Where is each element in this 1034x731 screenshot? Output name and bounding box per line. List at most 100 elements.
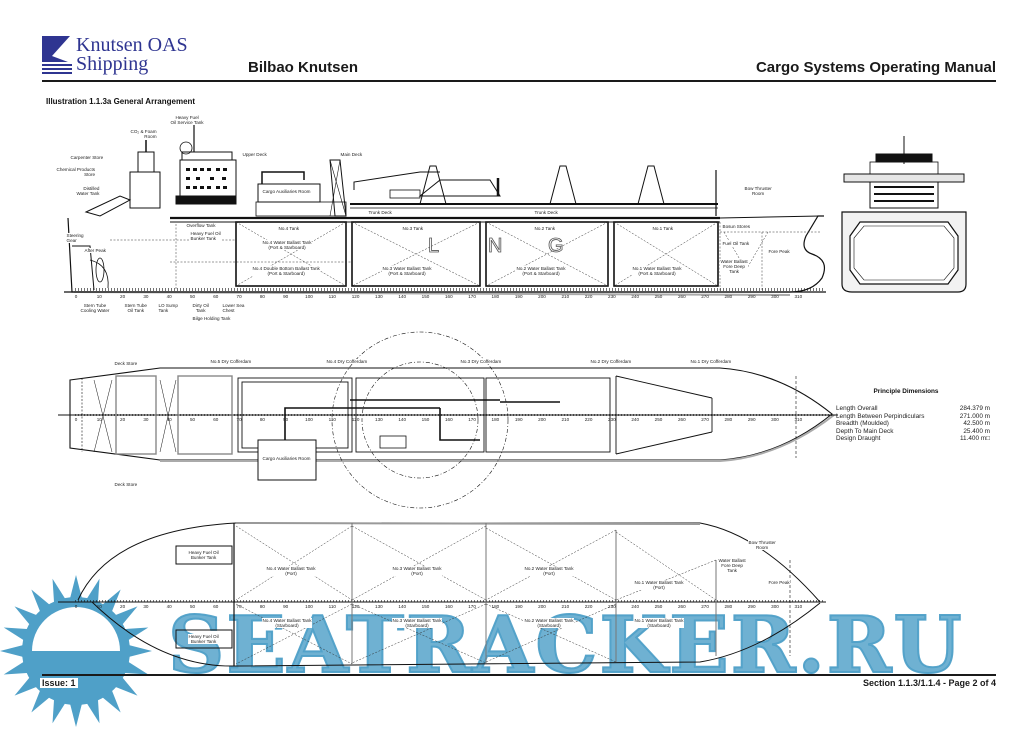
frame-tick-label: 190 [514, 294, 523, 299]
frame-tick-label: 70 [236, 604, 242, 609]
label-bow-thruster: Bow Thruster Room [744, 186, 773, 197]
frame-tick-label: 160 [444, 417, 453, 422]
frame-tick-label: 120 [351, 604, 360, 609]
sun-ray [0, 644, 25, 658]
frame-tick-label: 200 [538, 417, 546, 422]
label-overflow-tank: Overflow Tank [186, 223, 217, 229]
profile-hull [67, 215, 825, 293]
label-distilled-water: Distilled Water Tank [76, 186, 100, 197]
frame-tick-label: 20 [120, 604, 126, 609]
label-dirty-oil: Dirty Oil Tank [192, 303, 210, 314]
no1-tank-outline [613, 221, 719, 287]
frame-tick-label: 250 [654, 294, 663, 299]
frame-tick-label: 60 [213, 294, 219, 299]
frame-tick-label: 30 [143, 294, 149, 299]
frame-tick-label: 150 [421, 417, 430, 422]
sun-ray [86, 698, 100, 724]
frame-tick-label: 30 [143, 604, 149, 609]
frame-tick-label: 80 [259, 294, 265, 299]
dimension-label: Breadth (Moulded) [836, 420, 889, 428]
watermark-text: SEATRACKER.RU [167, 599, 964, 692]
frame-tick-label: 290 [747, 294, 756, 299]
frame-tick-label: 50 [189, 604, 196, 609]
hull-letter-l: L [428, 235, 439, 257]
dimensions-title: Principle Dimensions [873, 388, 939, 395]
frame-tick-label: 130 [375, 294, 383, 299]
label-bosun-stores: Bosun Stores [722, 224, 751, 230]
frame-tick-label: 210 [561, 294, 570, 299]
frame-tick-label: 200 [538, 294, 546, 299]
frame-tick-label: 10 [96, 294, 102, 299]
frame-tick-label: 0 [74, 294, 78, 299]
frame-tick-label: 270 [701, 604, 709, 609]
frame-tick-label: 70 [236, 417, 242, 422]
frame-tick-label: 300 [771, 604, 779, 609]
label-no1-wb-port: No.1 Water Ballast Tank (Port) [634, 580, 685, 591]
frame-tick-label: 150 [421, 294, 430, 299]
label-no4-wb-stbd: No.4 Water Ballast Tank (Starboard) [262, 618, 313, 629]
frame-tick-label: 240 [631, 604, 640, 609]
sun-ray [52, 698, 66, 724]
label-fuel-oil-tank: Fuel Oil Tank [722, 241, 750, 247]
label-bilge-holding: Bilge Holding Tank [192, 316, 231, 322]
ship-name: Bilbao Knutsen [248, 59, 359, 76]
dimension-value: 42.500 m [963, 420, 990, 428]
frame-tick-label: 250 [654, 604, 663, 609]
frame-tick-label: 240 [631, 294, 640, 299]
frame-tick-label: 40 [166, 294, 172, 299]
sun-ray [3, 627, 29, 641]
label-no2-cofferdam: No.2 Dry Cofferdam [590, 359, 632, 365]
frame-tick-label: 40 [166, 417, 172, 422]
profile-view [64, 125, 826, 296]
dimension-label: Design Draught [836, 435, 881, 443]
frame-tick-label: 290 [747, 417, 756, 422]
sun-ray [3, 661, 29, 675]
midship-section-view [841, 136, 967, 293]
frame-tick-label: 160 [444, 604, 453, 609]
sun-ray [69, 575, 83, 600]
frame-tick-label: 120 [351, 417, 360, 422]
frame-tick-label: 260 [677, 417, 686, 422]
frame-tick-label: 30 [143, 417, 149, 422]
frame-tick-label: 230 [608, 604, 616, 609]
frame-tick-label: 310 [794, 604, 803, 609]
dimension-value: 11.400 m□ [959, 435, 990, 443]
label-no4-db-tank: No.4 Double Bottom Ballast Tank (Port & … [252, 266, 321, 277]
label-hfo-service-tank: Heavy Fuel Oil Service Tank [170, 115, 205, 126]
frame-tick-label: 140 [398, 604, 407, 609]
frame-tick-label: 20 [120, 417, 126, 422]
frame-tick-label: 140 [398, 417, 407, 422]
footer-rule [42, 674, 996, 676]
frame-tick-label: 180 [491, 294, 500, 299]
label-tt-fore-peak: Fore Peak [768, 580, 791, 586]
dimension-value: 25.400 m [963, 427, 990, 435]
frame-tick-label: 20 [120, 294, 126, 299]
frame-tick-label: 190 [514, 417, 523, 422]
label-deck-store-bottom: Deck Store [114, 482, 138, 488]
label-hfo-bunker: Heavy Fuel Oil Bunker Tank [190, 231, 222, 242]
label-cargo-aux-room: Cargo Auxiliaries Room [262, 189, 311, 195]
label-hfo-bunker-stbd: Heavy Fuel Oil Bunker Tank [188, 634, 220, 645]
label-no5-cofferdam: No.5 Dry Cofferdam [210, 359, 252, 365]
label-plan-cargo-aux: Cargo Auxiliaries Room [262, 456, 311, 462]
sun-ray [52, 578, 66, 604]
label-no1-wb-tank: No.1 Water Ballast Tank (Port & Starboar… [632, 266, 683, 277]
label-tt-bow-thruster: Bow Thruster Room [748, 540, 777, 551]
label-tt-wb-fore-deep: Water Ballast Fore Deep Tank [718, 558, 747, 574]
label-after-peak: After Peak [84, 248, 107, 254]
frame-tick-label: 110 [328, 604, 336, 609]
dimension-row: Breadth (Moulded) 42.500 m [836, 420, 1006, 428]
frame-tick-label: 80 [259, 604, 265, 609]
label-co2-foam-room: CO₂ & Foam Room [130, 129, 158, 140]
issue-number: Issue: 1 [40, 678, 78, 688]
section-page-info: Section 1.1.3/1.1.4 - Page 2 of 4 [860, 678, 998, 688]
label-wb-fore-deep: Water Ballast Fore Deep Tank [720, 259, 749, 275]
sun-ray [123, 627, 149, 641]
illustration-title: Illustration 1.1.3a General Arrangement [46, 97, 196, 106]
manual-title: Cargo Systems Operating Manual [755, 59, 996, 76]
frame-tick-label: 50 [189, 294, 196, 299]
frame-tick-label: 310 [794, 417, 803, 422]
